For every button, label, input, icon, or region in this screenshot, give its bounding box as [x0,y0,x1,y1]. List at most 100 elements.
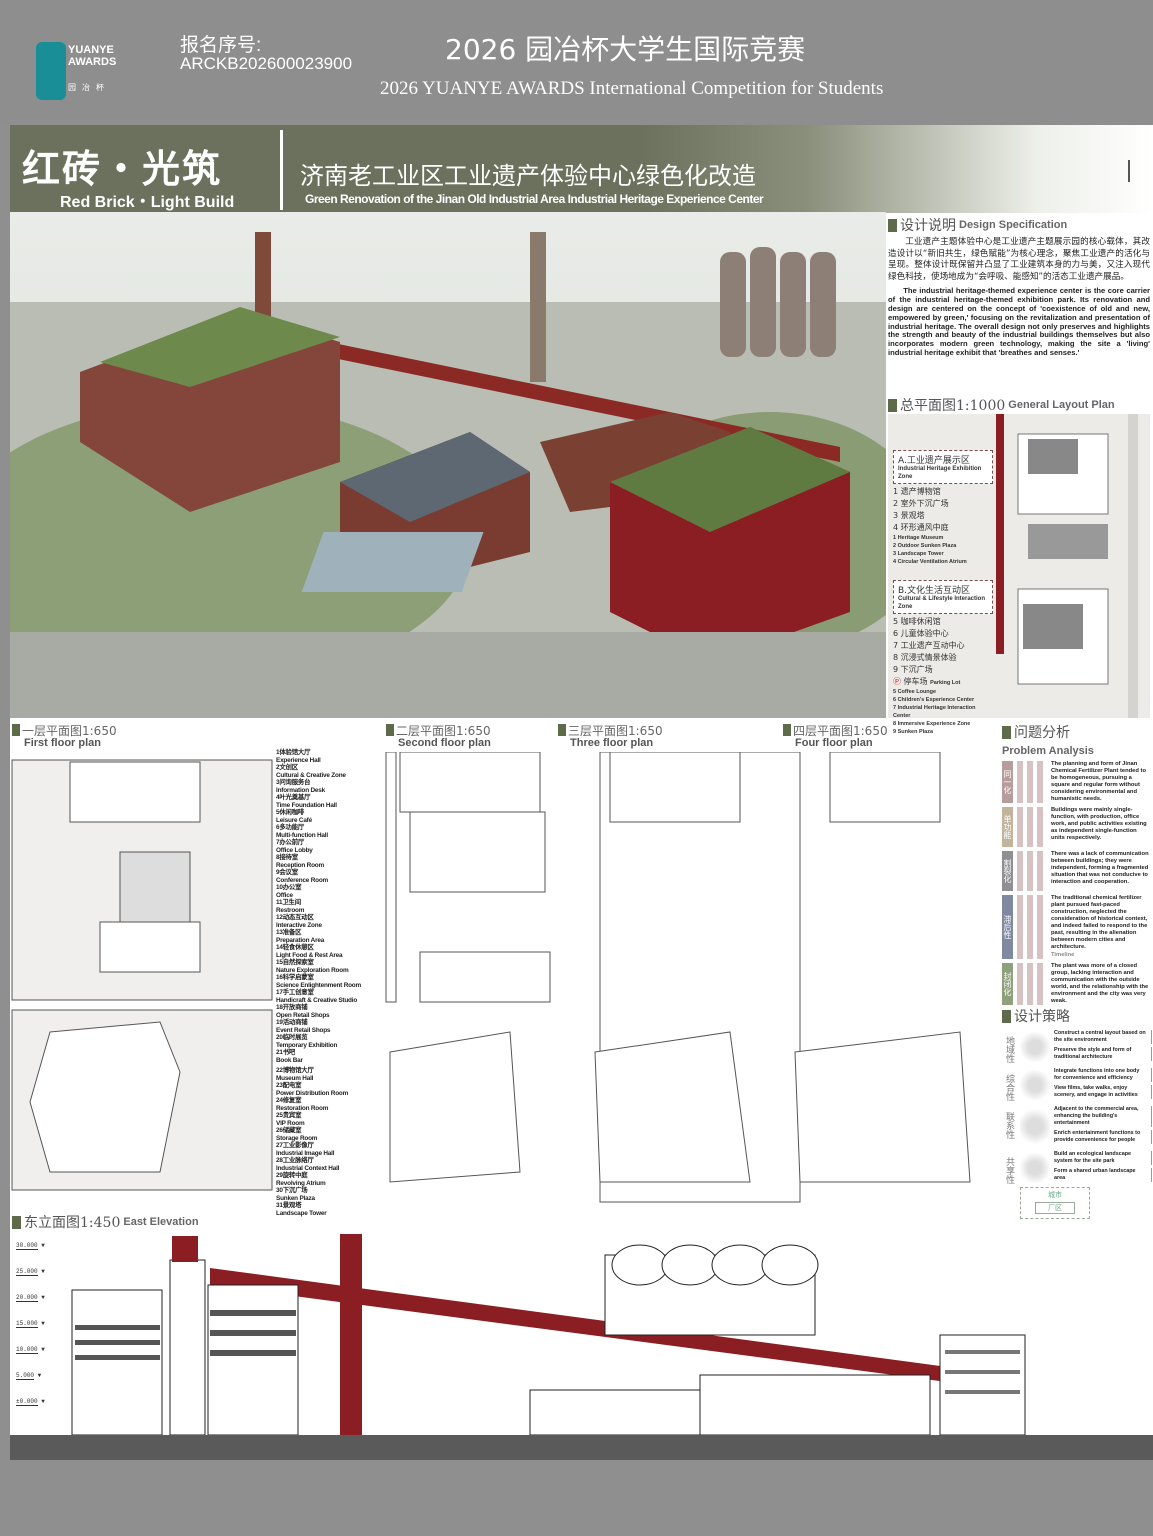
legend-item: 2 室外下沉广场 [893,499,949,508]
strategy-item: Build an ecological landscape system for… [1054,1151,1152,1165]
room-name-cn: 11卫生间 [276,899,301,906]
legend-item-en: 3 Landscape Tower [893,551,944,557]
strategy-icon [1020,1068,1050,1102]
room-name-en: Storage Room [276,1134,318,1142]
problem-text: The plant was more of a closed group, la… [1051,963,1149,1004]
design-spec-body-cn: 工业遗产主题体验中心是工业遗产主题展示园的核心载体，其改造设计以“新旧共生，绿色… [888,237,1150,282]
logo-cn: 园冶杯 [68,83,110,92]
room-name-cn: 15自然探索室 [276,959,314,966]
strategy-tag: 地域性 [1004,1036,1014,1063]
room-name-en: VIP Room [276,1119,305,1127]
zone-a-en: Industrial Heritage Exhibition Zone [898,466,982,480]
heading-en: Four floor plan [795,737,873,749]
floor-plan-drawings [11,752,971,1203]
room-name-en: Handicraft & Creative Studio [276,996,358,1004]
problem-text-wrap: There was a lack of communication betwee… [1051,851,1152,891]
room-name-en: Industrial Context Hall [276,1164,340,1172]
problem-text-wrap: The plant was more of a closed group, la… [1051,963,1152,1005]
strategy-group: 共享性 Build an ecological landscape system … [1002,1151,1152,1185]
level-value: 10.000 [16,1346,38,1354]
problem-tag: 割裂化 [1002,851,1013,891]
design-spec-body-en: The industrial heritage-themed experienc… [888,286,1150,357]
problem-building-icon [1017,963,1047,1005]
legend-item: 8 沉浸式情景体验 [893,653,957,662]
level-value: ±0.000 [16,1398,38,1406]
room-name-en: Multi-function Hall [276,831,328,839]
room-name-cn: 20临时展览 [276,1034,308,1041]
level-marker: 10.000 ▼ [16,1346,45,1354]
room-name-cn: 13准备区 [276,929,302,936]
legend-item: 4 环形通风中庭 [893,523,949,532]
registration-label: 报名序号: [180,35,262,56]
legend-item: 1 遗产博物馆 [893,487,941,496]
heading-cn: 设计说明 [900,218,956,234]
problem-text-wrap: The planning and form of Jinan Chemical … [1051,761,1152,803]
strategy-tag: 共享性 [1004,1157,1014,1184]
level-value: 30.000 [16,1242,38,1250]
room-name-en: Revolving Atrium [276,1179,326,1187]
room-name-cn: 31景观塔 [276,1202,302,1209]
strategy-item: Enrich entertainment functions to provid… [1054,1130,1152,1144]
problem-building-icon [1017,807,1047,847]
heading-cn: 总平面图1:1000 [900,398,1006,414]
strategy-item: Adjacent to the commercial area, enhanci… [1054,1106,1152,1127]
legend-item-en: 7 Industrial Heritage Interaction Center [893,705,976,719]
room-name-en: Conference Room [276,876,329,884]
problem-text: Buildings were mainly single-function, w… [1051,807,1147,841]
heading-marker [1002,725,1011,739]
room-name-cn: 6多功能厅 [276,824,305,831]
band-divider [280,130,283,210]
elevation-levels: 30.000 ▼25.000 ▼20.000 ▼15.000 ▼10.000 ▼… [16,1242,68,1424]
problem-tag: 封闭化 [1002,963,1013,1005]
problem-list: 同一化 The planning and form of Jinan Chemic… [1002,761,1152,1005]
room-name-en: Temporary Exhibition [276,1041,338,1049]
chimney-tall [340,1234,362,1435]
heading-marker [12,1215,21,1229]
problem-tag: 单功能 [1002,807,1013,847]
heading-marker [1002,1009,1011,1023]
room-name-cn: 19活动商铺 [276,1019,308,1026]
strategy-item: Form a shared urban landscape area [1054,1168,1152,1182]
room-name-en: Power Distribution Room [276,1089,349,1097]
room-name-cn: 16科学启蒙室 [276,974,314,981]
room-name-cn: 9会议室 [276,869,298,876]
room-name-cn: 14轻食休憩区 [276,944,314,951]
competition-title-cn: 2026 园冶杯大学生国际竞赛 [445,33,806,66]
logo-line2: AWARDS [68,56,117,68]
legend-item: 3 景观塔 [893,511,925,520]
strategy-item: View films, take walks, enjoy scenery, a… [1054,1085,1152,1099]
room-name-cn: 28工业脉络厅 [276,1157,314,1164]
heading-marker [12,724,20,736]
problem-tag: 同一化 [1002,761,1013,803]
legend-item: 7 工业遗产互动中心 [893,641,965,650]
heading-cn: 问题分析 [1014,725,1070,741]
level-value: 5.000 [16,1372,35,1380]
room-name-cn: 21书吧 [276,1049,296,1056]
problem-text-wrap: Buildings were mainly single-function, w… [1051,807,1152,847]
strategy-icon [1020,1030,1050,1064]
heading-en: East Elevation [123,1216,199,1228]
heading-cn: 三层平面图1:650 [568,724,663,738]
heading-marker [558,724,566,736]
room-name-en: Restroom [276,906,305,914]
